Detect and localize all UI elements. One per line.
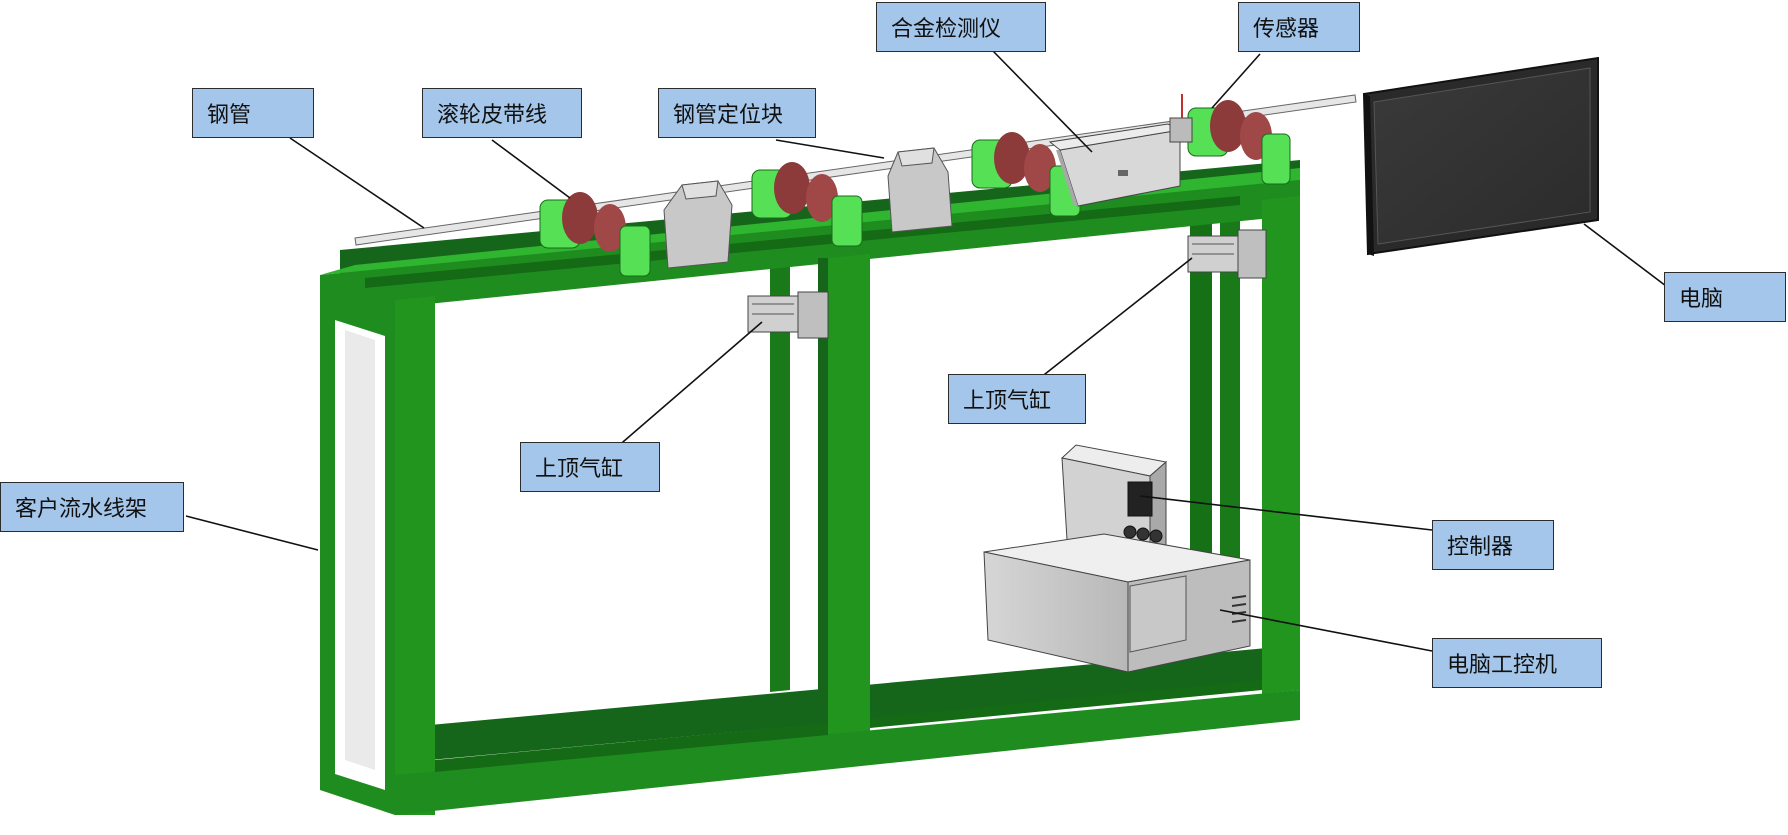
industrial-pc-device bbox=[983, 533, 1251, 673]
computer-monitor bbox=[1362, 56, 1599, 256]
label-diannao: 电脑 bbox=[1664, 272, 1786, 322]
leader-chuanganqi bbox=[1211, 53, 1261, 109]
label-chuanganqi: 传感器 bbox=[1238, 2, 1360, 52]
leader-qigang-right bbox=[1039, 257, 1193, 379]
label-qigang-right: 上顶气缸 bbox=[948, 374, 1086, 424]
roller-4 bbox=[1187, 100, 1291, 185]
leader-liushuixianjia bbox=[185, 515, 319, 551]
frame-front bbox=[320, 168, 1300, 815]
label-gangguan: 钢管 bbox=[192, 88, 314, 138]
sensor-device bbox=[1169, 94, 1193, 143]
positioning-block-1 bbox=[663, 180, 733, 269]
roller-2 bbox=[751, 162, 863, 247]
label-jianceyi: 合金检测仪 bbox=[876, 2, 1046, 52]
leader-gangguan bbox=[289, 137, 425, 229]
leader-jianceyi bbox=[991, 49, 1093, 153]
roller-3 bbox=[971, 132, 1081, 217]
leader-gongkongji bbox=[1219, 609, 1433, 652]
roller-1 bbox=[539, 192, 651, 277]
leader-lines bbox=[185, 49, 1667, 652]
label-qigang-left: 上顶气缸 bbox=[520, 442, 660, 492]
cylinder-right bbox=[1187, 229, 1267, 279]
label-kongzhiqi: 控制器 bbox=[1432, 520, 1554, 570]
leader-qigang-left bbox=[615, 321, 763, 449]
label-liushuixianjia: 客户流水线架 bbox=[0, 482, 184, 532]
positioning-block-2 bbox=[887, 147, 953, 233]
label-gunlun: 滚轮皮带线 bbox=[422, 88, 582, 138]
leader-dingweikuai bbox=[775, 139, 885, 159]
cylinder-left bbox=[747, 291, 829, 339]
label-dingweikuai: 钢管定位块 bbox=[658, 88, 816, 138]
label-gongkongji: 电脑工控机 bbox=[1432, 638, 1602, 688]
leader-kongzhiqi bbox=[1139, 495, 1433, 531]
leader-diannao bbox=[1583, 223, 1667, 287]
leader-gunlun bbox=[491, 139, 571, 199]
